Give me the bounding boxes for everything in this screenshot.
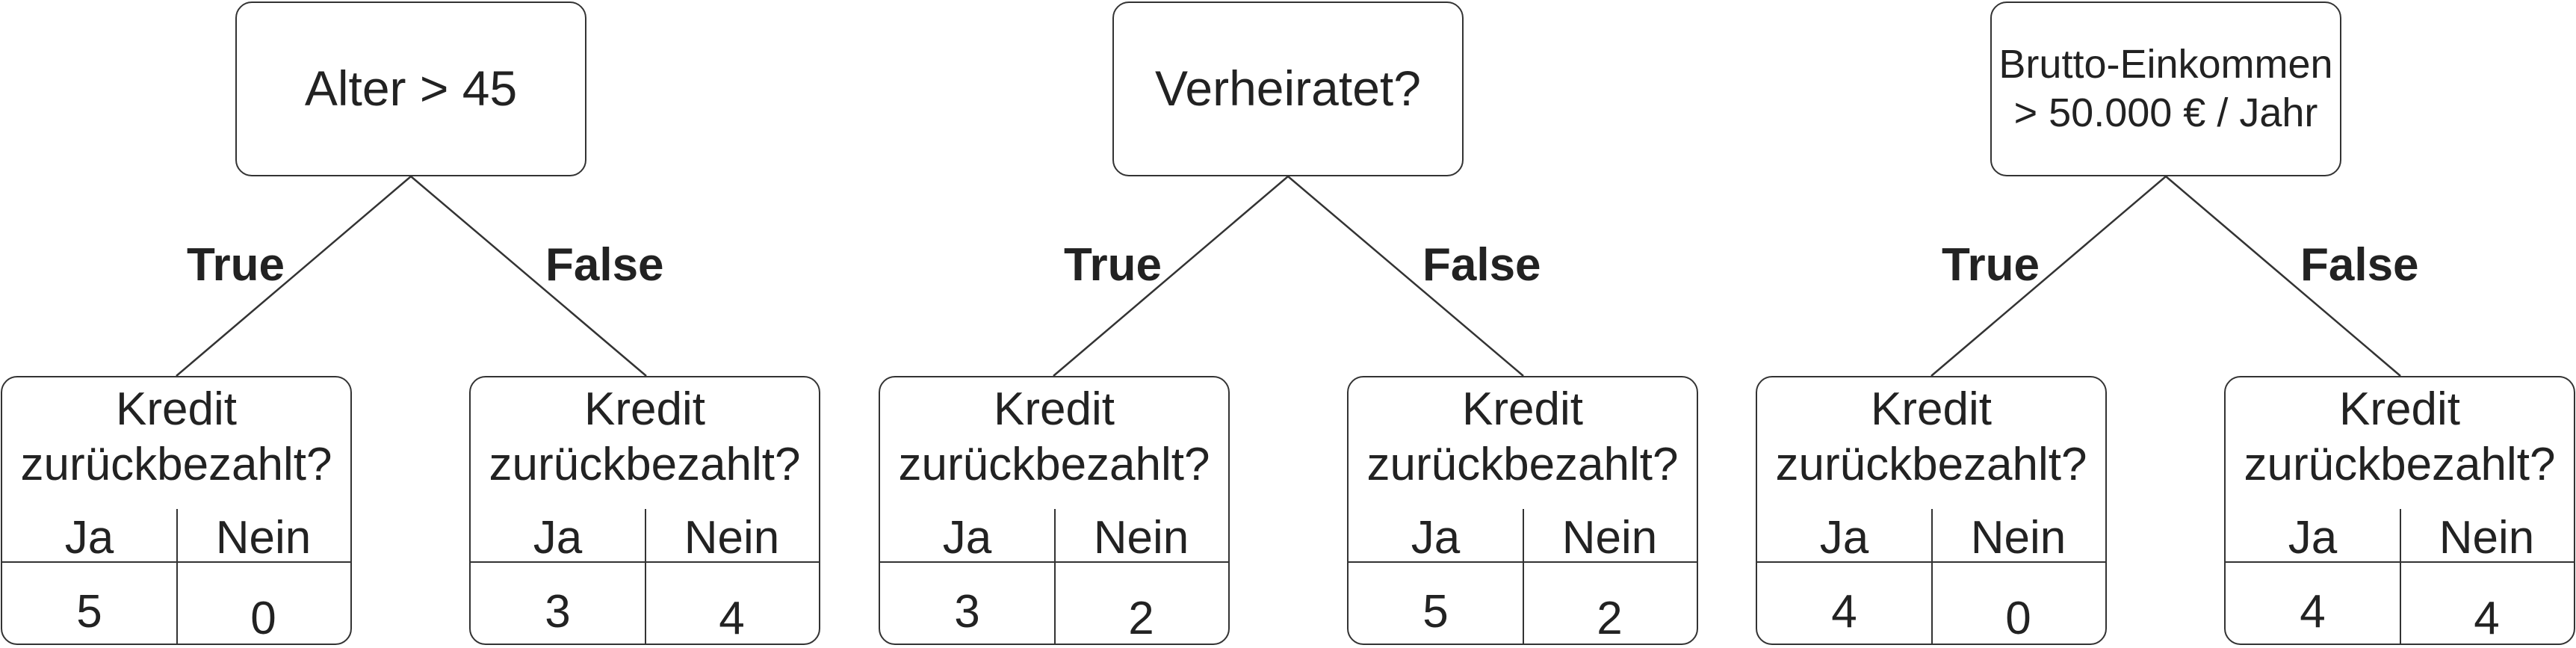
column-header-ja: Ja xyxy=(942,512,992,564)
tree3-root-text-line1: Brutto-Einkommen xyxy=(1998,42,2333,87)
tree3-false-label: False xyxy=(2300,239,2419,291)
leaf-title: Kredit zurückbezahlt? xyxy=(471,382,819,493)
count-nein: 2 xyxy=(1128,593,1154,644)
tree3-true-label: True xyxy=(1942,239,2040,291)
tree1-false-label: False xyxy=(545,239,664,291)
edge-tree3-true xyxy=(1931,176,2167,377)
count-ja: 4 xyxy=(1831,586,1857,638)
tree3-root-text-line2: > 50.000 € / Jahr xyxy=(2013,90,2318,135)
count-nein: 2 xyxy=(1597,593,1623,644)
column-header-nein: Nein xyxy=(1970,512,2066,564)
tree2-true-label: True xyxy=(1064,239,1162,291)
count-nein: 4 xyxy=(719,593,745,644)
leaf-title-line2: zurückbezahlt? xyxy=(20,439,332,490)
column-header-nein: Nein xyxy=(215,512,312,564)
leaf-title-line1: Kredit xyxy=(2339,383,2460,435)
leaf-title-line1: Kredit xyxy=(1462,383,1583,435)
count-ja: 5 xyxy=(76,586,102,638)
tree2-leaf-false: Kredit zurückbezahlt? Ja Nein 5 2 xyxy=(1347,376,1698,645)
edge-tree3-false xyxy=(2165,176,2401,377)
count-nein: 0 xyxy=(2005,593,2031,644)
tree2-leaf-true: Kredit zurückbezahlt? Ja Nein 3 2 xyxy=(879,376,1230,645)
leaf-title-line2: zurückbezahlt? xyxy=(1775,439,2087,490)
tree1-root-node: Alter > 45 xyxy=(235,1,586,176)
tree2-root-node: Verheiratet? xyxy=(1112,1,1464,176)
edge-tree2-false xyxy=(1287,176,1524,377)
column-header-ja: Ja xyxy=(1411,512,1461,564)
column-header-nein: Nein xyxy=(2439,512,2535,564)
tree1-leaf-true: Kredit zurückbezahlt? Ja Nein 5 0 xyxy=(1,376,352,645)
column-divider xyxy=(1054,509,1056,644)
column-header-ja: Ja xyxy=(64,512,114,564)
leaf-title-line2: zurückbezahlt? xyxy=(898,439,1210,490)
leaf-title: Kredit zurückbezahlt? xyxy=(880,382,1228,493)
edge-tree1-false xyxy=(410,176,647,377)
tree2-false-label: False xyxy=(1422,239,1541,291)
column-divider xyxy=(645,509,646,644)
tree3-leaf-false: Kredit zurückbezahlt? Ja Nein 4 4 xyxy=(2224,376,2575,645)
column-header-ja: Ja xyxy=(2288,512,2338,564)
leaf-title-line1: Kredit xyxy=(1871,383,1992,435)
tree1-leaf-false: Kredit zurückbezahlt? Ja Nein 3 4 xyxy=(469,376,820,645)
leaf-title: Kredit zurückbezahlt? xyxy=(2,382,350,493)
column-header-ja: Ja xyxy=(1819,512,1869,564)
column-header-ja: Ja xyxy=(533,512,583,564)
leaf-title: Kredit zurückbezahlt? xyxy=(2226,382,2574,493)
leaf-title-line2: zurückbezahlt? xyxy=(489,439,801,490)
count-nein: 4 xyxy=(2474,593,2500,644)
column-header-nein: Nein xyxy=(684,512,780,564)
leaf-title: Kredit zurückbezahlt? xyxy=(1349,382,1697,493)
column-divider xyxy=(1931,509,1933,644)
tree3-leaf-true: Kredit zurückbezahlt? Ja Nein 4 0 xyxy=(1756,376,2107,645)
column-divider xyxy=(1523,509,1524,644)
column-header-nein: Nein xyxy=(1561,512,1658,564)
leaf-title-line1: Kredit xyxy=(584,383,705,435)
tree3-root-node: Brutto-Einkommen > 50.000 € / Jahr xyxy=(1990,1,2341,176)
count-ja: 4 xyxy=(2300,586,2326,638)
tree1-true-label: True xyxy=(187,239,285,291)
leaf-title-line2: zurückbezahlt? xyxy=(2244,439,2556,490)
column-divider xyxy=(176,509,178,644)
count-ja: 3 xyxy=(954,586,980,638)
count-ja: 5 xyxy=(1422,586,1449,638)
leaf-title-line1: Kredit xyxy=(116,383,237,435)
tree2-root-text: Verheiratet? xyxy=(1155,61,1421,117)
leaf-title: Kredit zurückbezahlt? xyxy=(1757,382,2105,493)
leaf-title-line2: zurückbezahlt? xyxy=(1366,439,1679,490)
edge-tree1-true xyxy=(176,176,412,377)
column-header-nein: Nein xyxy=(1093,512,1189,564)
leaf-title-line1: Kredit xyxy=(994,383,1115,435)
count-ja: 3 xyxy=(545,586,571,638)
column-divider xyxy=(2400,509,2401,644)
tree1-root-text: Alter > 45 xyxy=(304,61,518,117)
count-nein: 0 xyxy=(250,593,276,644)
edge-tree2-true xyxy=(1053,176,1289,377)
